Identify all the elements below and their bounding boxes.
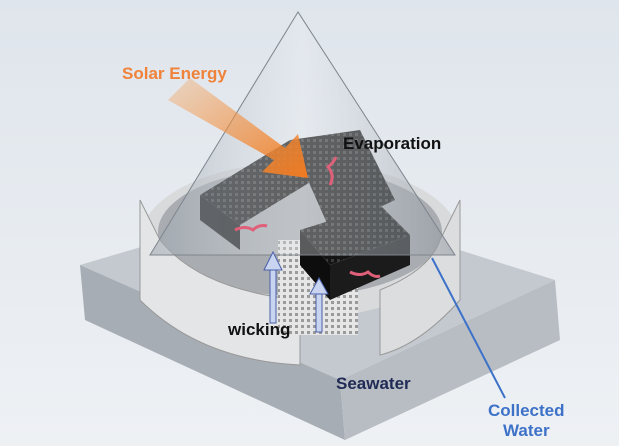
evaporation-label: Evaporation bbox=[343, 134, 442, 153]
wicking-arrows bbox=[263, 250, 329, 333]
seawater-label: Seawater bbox=[336, 374, 411, 393]
wicking-label: wicking bbox=[228, 320, 291, 339]
collected-water-line1: Collected bbox=[488, 401, 565, 420]
collected-water-pointer bbox=[431, 257, 506, 399]
transparent-cone bbox=[149, 11, 456, 256]
vapor-arrows bbox=[234, 156, 381, 278]
collected-water-label: Collected Water bbox=[488, 401, 565, 441]
collected-water-line2: Water bbox=[502, 421, 550, 440]
solar-energy-arrow bbox=[168, 78, 308, 178]
solar-energy-label: Solar Energy bbox=[122, 64, 227, 83]
